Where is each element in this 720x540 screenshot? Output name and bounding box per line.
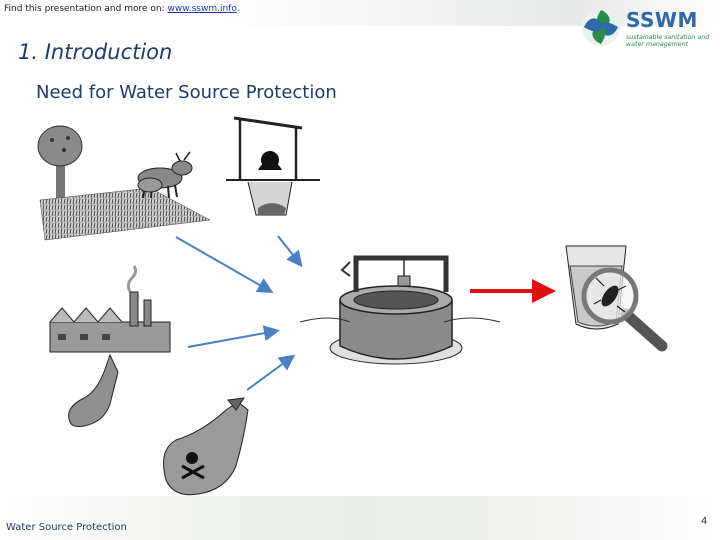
- magnifying-glass-icon: [581, 267, 668, 352]
- section-title: 1. Introduction: [18, 40, 173, 64]
- arrow-field-to-well: [175, 236, 274, 293]
- contamination-arrows: [175, 235, 303, 391]
- arrow-factory-to-well: [187, 325, 280, 348]
- source-note: Find this presentation and more on: www.…: [4, 4, 240, 14]
- source-link[interactable]: www.sswm.info: [167, 4, 237, 14]
- logo-tagline: sustainable sanitation and water managem…: [626, 34, 710, 48]
- latrine-icon: [226, 116, 320, 216]
- polluted-stream-icon: [68, 353, 119, 427]
- footer-bar: [0, 496, 720, 540]
- tree-icon: [37, 125, 83, 198]
- source-note-prefix: Find this presentation and more on:: [4, 4, 168, 14]
- arrow-latrine-to-well: [277, 235, 303, 268]
- contamination-illustration: [37, 116, 668, 496]
- source-note-suffix: .: [236, 4, 240, 14]
- arrow-waste-to-well: [246, 354, 296, 391]
- sswm-logo: SSWM sustainable sanitation and water ma…: [580, 6, 720, 54]
- factory-icon: [49, 265, 171, 353]
- toxic-waste-icon: [163, 397, 249, 496]
- sswm-logo-mark-icon: [582, 8, 620, 46]
- footer-title: Water Source Protection: [6, 522, 127, 533]
- page-number: 4: [701, 516, 708, 527]
- slide-subtitle: Need for Water Source Protection: [36, 82, 337, 103]
- bacteria-icon: [593, 277, 627, 313]
- field-icon: [39, 187, 211, 241]
- logo-name: SSWM: [626, 8, 698, 32]
- cattle-icon: [137, 151, 193, 199]
- well-icon: [299, 255, 501, 365]
